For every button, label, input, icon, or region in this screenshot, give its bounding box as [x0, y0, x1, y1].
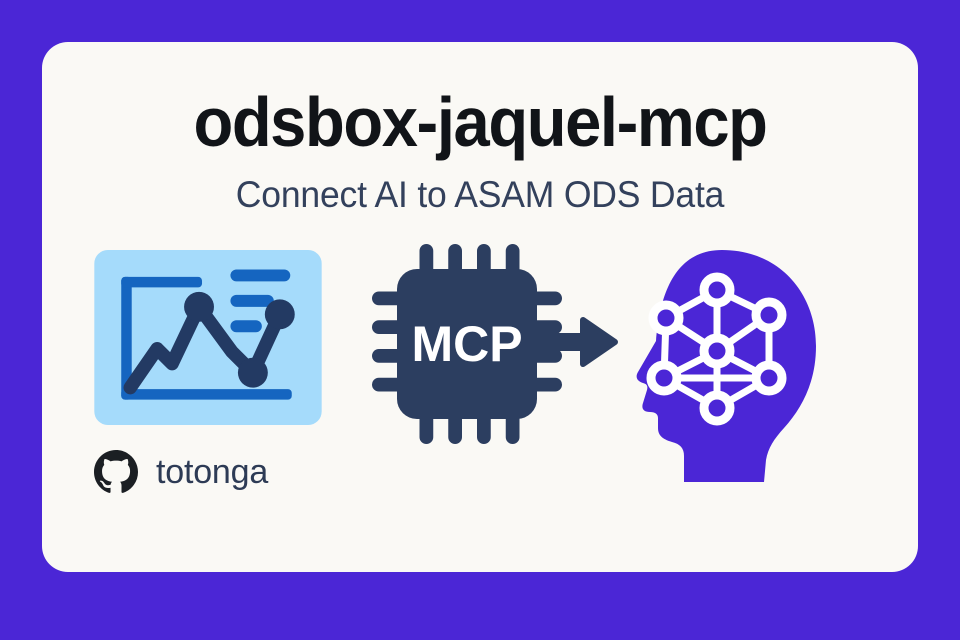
github-username: totonga: [156, 453, 269, 491]
ai-head-network-icon: [602, 242, 832, 482]
data-chart-icon: [94, 250, 322, 425]
chart-legend-bars: [230, 269, 291, 333]
icon-row: MCP: [42, 242, 918, 482]
github-icon: [94, 450, 138, 493]
page-subtitle: Connect AI to ASAM ODS Data: [235, 174, 725, 215]
chart-series-dots: [184, 291, 295, 388]
arrow-shape: [534, 317, 618, 367]
page-title: odsbox-jaquel-mcp: [193, 83, 767, 161]
content-card: odsbox-jaquel-mcp Connect AI to ASAM ODS…: [42, 42, 918, 572]
chip-label: MCP: [411, 316, 522, 372]
mcp-chip-icon: MCP: [372, 244, 562, 444]
github-attribution[interactable]: totonga: [94, 444, 268, 500]
chip-pins: [372, 244, 562, 444]
chip-body: [397, 269, 537, 419]
neural-network-nodes: [646, 272, 787, 426]
arrow-right-icon: [534, 312, 618, 372]
chart-axes: [121, 276, 292, 400]
